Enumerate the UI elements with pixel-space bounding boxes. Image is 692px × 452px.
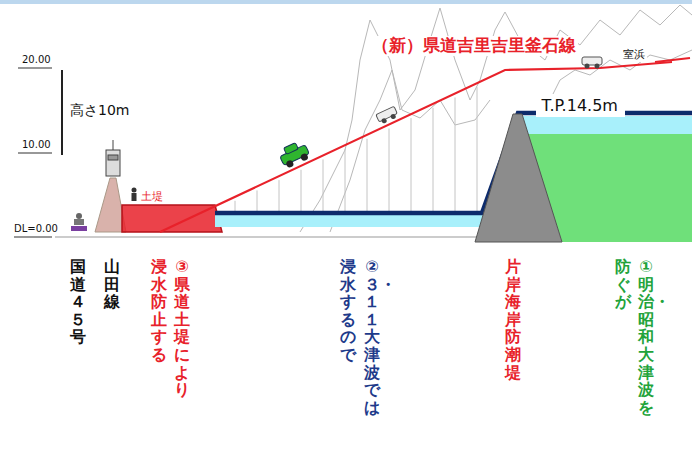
prefectural-road [160,62,672,232]
car-green [277,139,311,169]
note-column: 浸水防止する [151,258,167,364]
section-line [323,159,324,212]
ground-line [55,237,480,238]
scale-bar [61,70,63,155]
section-line [301,170,302,212]
section-line [389,128,390,212]
section-line [367,139,368,212]
road-continuation [655,58,690,62]
section-line [235,201,236,212]
elevation-box: T.P.14.5m [536,94,625,117]
elevation-value: 20.00 [22,54,51,66]
note-column: 浸水するので [340,258,356,364]
section-line [433,108,434,212]
seawall [475,114,562,242]
section-line [345,149,346,212]
road-name: （新）県道吉里吉里釜石線 [370,36,578,56]
elevation-value: DL=0.00 [14,223,58,235]
route-label: 国道４５号 [70,258,86,346]
section-line [257,190,258,212]
section-line [279,180,280,212]
scale-ticks [14,68,52,237]
section-line [411,118,412,212]
sea-band [522,116,692,134]
railway-signal-icon [106,140,120,176]
note-column: ①明治・昭和大津波を [638,258,654,416]
section-lines [235,87,477,212]
scale-label: 高さ10m [70,102,129,118]
section-line [455,97,456,212]
seawall-label: 片岸海岸防潮堤 [505,258,521,381]
note-column: 防ぐが [615,258,631,311]
note-column: ②３・１１大津波では [364,258,380,416]
note-column: ③県道土堤により [174,258,190,399]
section-line [477,87,478,212]
car-grey [376,106,399,125]
elevation-value: 10.00 [22,139,51,151]
elevation-value: T.P.14.5m [542,96,618,115]
place-name: 室浜 [621,49,647,62]
car-grey-top [582,57,602,69]
top-band [0,0,692,4]
person-icon [132,188,137,202]
route45-icon [71,213,87,231]
railway-label: 山田線 [104,258,120,311]
levee-label: 土堤 [141,191,163,204]
